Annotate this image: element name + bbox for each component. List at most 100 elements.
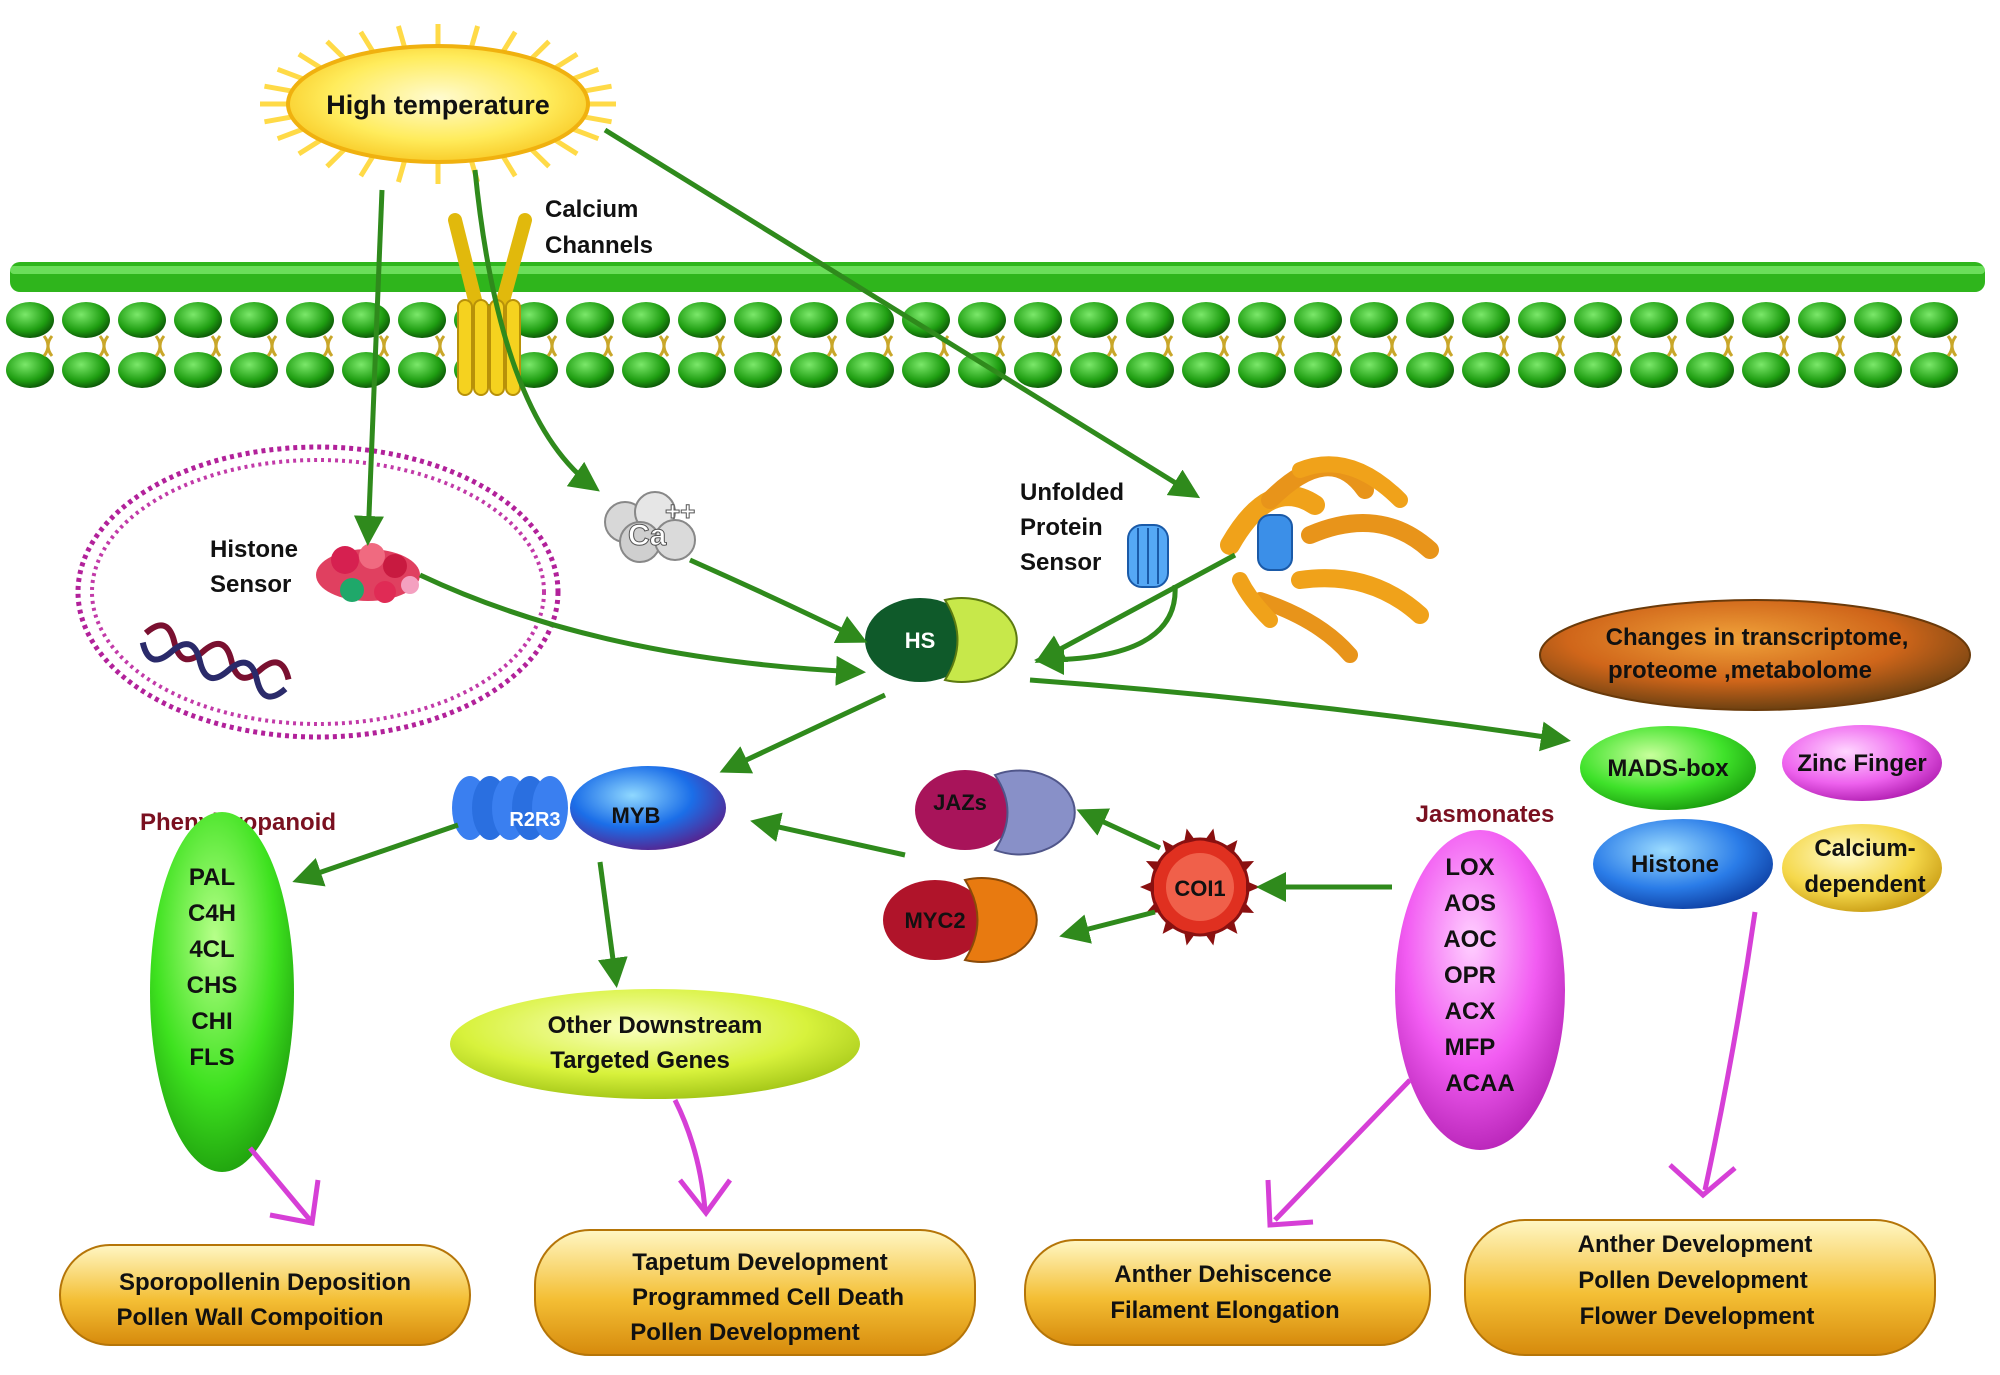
jasmonates-gene: MFP	[1445, 1034, 1496, 1061]
r2r3-label: R2R3	[509, 809, 560, 831]
lipid-head	[902, 352, 950, 388]
lipid-tail	[42, 335, 54, 357]
coi1-label: COI1	[1174, 876, 1225, 901]
high-temperature-sun: High temperature	[260, 24, 616, 184]
lipid-tail	[770, 335, 782, 357]
sun-ray	[500, 154, 518, 178]
lipid-head	[1070, 352, 1118, 388]
coi1-spike	[1204, 828, 1217, 844]
downstream-label-line2: Targeted Genes	[550, 1047, 730, 1074]
lipid-head	[1574, 302, 1622, 338]
lipid-tail	[1666, 335, 1678, 357]
lipid-tail	[1162, 335, 1174, 357]
lipid-head	[1910, 302, 1958, 338]
lipid-tail	[994, 335, 1006, 357]
lipid-head	[846, 352, 894, 388]
jazs-protein	[915, 769, 1076, 856]
membrane-top-band-shine	[10, 266, 1985, 274]
lipid-head	[1350, 352, 1398, 388]
arrow-myb-to-downstream	[597, 861, 628, 988]
lipid-head	[1406, 302, 1454, 338]
jasmonates-gene: LOX	[1445, 854, 1494, 881]
lipid-tail	[1610, 335, 1622, 357]
mads-box-label: MADS-box	[1607, 755, 1729, 782]
phenylpropanoid-gene-list: PAL C4H 4CL CHS CHI FLS	[187, 864, 238, 1071]
lipid-head	[1742, 352, 1790, 388]
lipid-head	[510, 352, 558, 388]
arrow-tf-to-outcome	[1702, 911, 1758, 1191]
lipid-head	[286, 352, 334, 388]
lipid-head	[566, 302, 614, 338]
lipid-head	[174, 302, 222, 338]
lipid-head	[790, 302, 838, 338]
unfolded-protein-label-line3: Sensor	[1020, 549, 1101, 576]
lipid-head	[230, 302, 278, 338]
lipid-head	[342, 352, 390, 388]
lipid-tail	[98, 335, 110, 357]
histone-sensor-label-line1: Histone	[210, 536, 298, 563]
calcium-dependent-label-line2: dependent	[1804, 871, 1925, 898]
lipid-head	[1294, 302, 1342, 338]
arrow-histone-to-hs	[418, 572, 866, 686]
sun-ray	[276, 126, 304, 142]
coi1-spike	[1238, 860, 1255, 873]
lipid-tail	[882, 335, 894, 357]
lipid-tail	[1778, 335, 1790, 357]
lipid-head	[286, 302, 334, 338]
lipid-head	[1126, 352, 1174, 388]
lipid-tail	[1106, 335, 1118, 357]
lipid-head	[1686, 352, 1734, 388]
sun-ray	[500, 30, 518, 54]
arrow-hs-to-myb	[719, 692, 887, 774]
coi1-spike	[1223, 840, 1238, 855]
lipid-head	[1854, 352, 1902, 388]
lipid-head	[678, 352, 726, 388]
lipid-head	[1518, 352, 1566, 388]
phenylpropanoid-ellipse	[150, 812, 294, 1172]
lipid-tail	[378, 335, 390, 357]
arrow-sun-to-er	[603, 127, 1201, 499]
jasmonates-gene: AOC	[1443, 926, 1496, 953]
sun-ray	[553, 52, 579, 70]
sun-ray	[325, 147, 347, 169]
outcome-box: Tapetum Development Programmed Cell Deat…	[534, 1229, 976, 1356]
lipid-head	[846, 302, 894, 338]
lipid-head	[1126, 302, 1174, 338]
lipid-tail	[1722, 335, 1734, 357]
calcium-dependent-label-line1: Calcium-	[1814, 835, 1915, 862]
lipid-head	[790, 352, 838, 388]
outcome-line: Programmed Cell Death	[632, 1284, 904, 1311]
phenylpropanoid-gene: CHS	[187, 972, 238, 999]
lipid-head	[342, 302, 390, 338]
lipid-head	[958, 352, 1006, 388]
lipid-head	[1238, 352, 1286, 388]
arrow-sun-to-histone	[353, 189, 385, 546]
green-arrows	[292, 127, 1571, 988]
phenylpropanoid-gene: PAL	[189, 864, 235, 891]
coi1-spike	[1246, 881, 1260, 893]
sun-ray	[583, 83, 612, 94]
omics-label-line2: proteome ,metabolome	[1608, 657, 1872, 684]
coi1-spike	[1204, 930, 1217, 946]
lipid-head	[1630, 352, 1678, 388]
coi1-spike	[1162, 840, 1177, 855]
sun-ray	[358, 30, 376, 54]
lipid-tail	[546, 335, 558, 357]
omics-label-line1: Changes in transcriptome,	[1606, 624, 1909, 651]
histone-sensor-icon	[316, 543, 420, 603]
lipid-head	[1070, 302, 1118, 338]
calcium-dependent-ellipse	[1782, 824, 1942, 912]
arrow-coi1-to-jazs	[1076, 808, 1162, 851]
outcome-line: Pollen Development	[1578, 1267, 1807, 1294]
lipid-tail	[1442, 335, 1454, 357]
outcome-line: Anther Development	[1578, 1231, 1813, 1258]
coi1-spike	[1183, 828, 1196, 844]
lipid-head	[118, 302, 166, 338]
magenta-arrows	[248, 911, 1758, 1228]
lipid-head	[1238, 302, 1286, 338]
lipid-head	[1350, 302, 1398, 338]
lipid-head	[174, 352, 222, 388]
omics-ellipse	[1539, 599, 1971, 711]
zinc-finger-ellipse	[1782, 725, 1942, 801]
